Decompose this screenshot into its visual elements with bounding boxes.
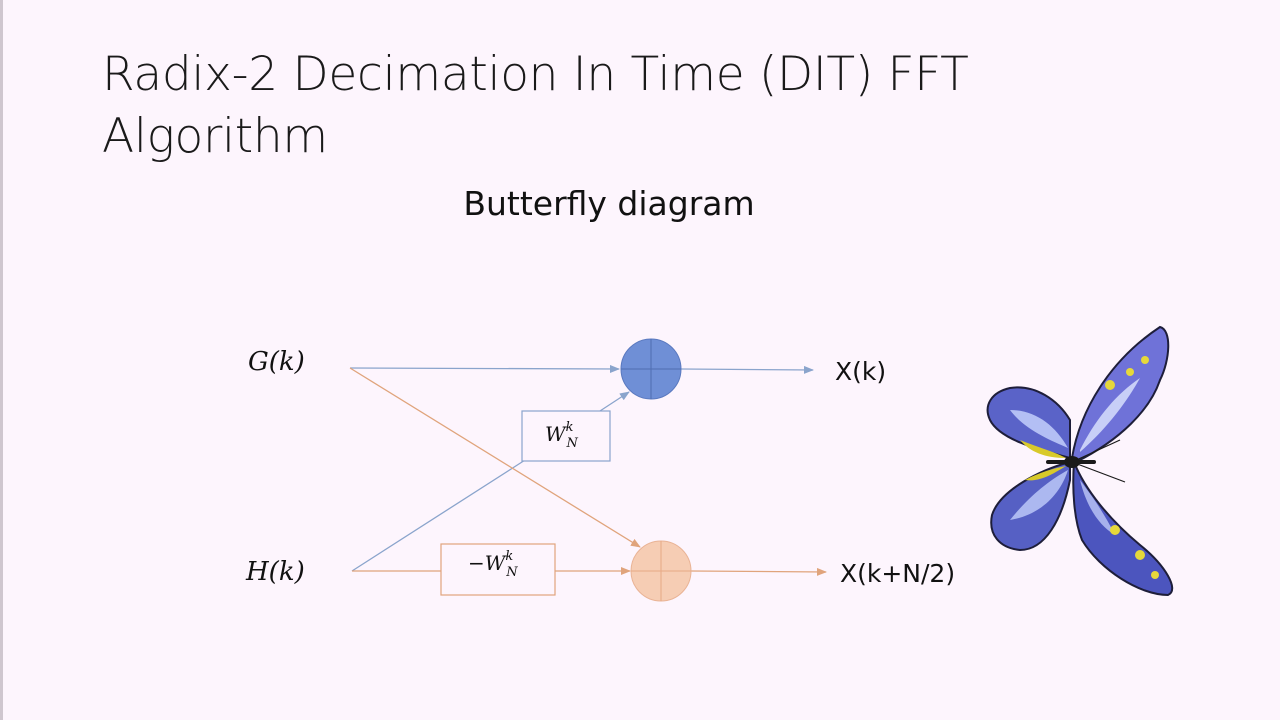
- svg-text:WkN: WkN: [545, 420, 578, 451]
- path-bottom-adder-to-output: [690, 567, 827, 576]
- path-g-to-top-adder: [349, 364, 620, 373]
- path-top-adder-to-output: [680, 365, 814, 374]
- twiddle-neg-sign: −: [468, 551, 485, 575]
- adder-bottom: [630, 540, 692, 602]
- slide-left-border: [0, 0, 3, 720]
- svg-text:−WkN: −WkN: [468, 549, 518, 580]
- twiddle-pos-base: W: [545, 422, 567, 446]
- output-label-xk: X(k): [835, 357, 886, 386]
- path-g-to-bottom-adder: [349, 367, 641, 548]
- twiddle-neg-sup: k: [505, 549, 513, 564]
- slide-title: Radix-2 Decimation In Time (DIT) FFT Alg…: [102, 44, 1102, 168]
- butterfly-illustration: [986, 325, 1174, 597]
- slide-subtitle: Butterfly diagram: [463, 184, 755, 223]
- input-label-h: H(k): [245, 557, 305, 587]
- adder-top: [620, 338, 682, 400]
- input-label-g: G(k): [248, 347, 305, 377]
- output-label-xk-n2: X(k+N/2): [840, 559, 955, 588]
- title-line-1: Radix-2 Decimation In Time (DIT) FFT: [102, 47, 969, 102]
- twiddle-neg-sub: N: [505, 565, 518, 580]
- title-line-2: Algorithm: [102, 109, 328, 164]
- twiddle-pos-sup: k: [566, 420, 574, 435]
- twiddle-neg-base: W: [485, 551, 507, 575]
- twiddle-pos-sub: N: [565, 436, 578, 451]
